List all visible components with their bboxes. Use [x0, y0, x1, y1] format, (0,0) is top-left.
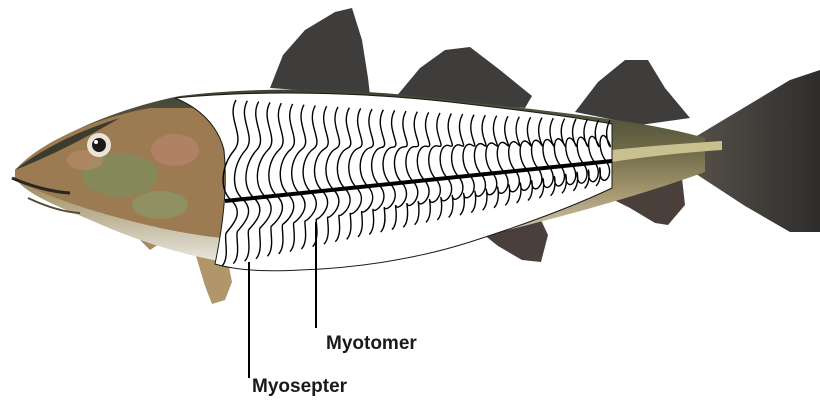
dorsal-fin-3 [575, 60, 690, 125]
myosepter-label: Myosepter [252, 377, 347, 396]
eye-icon [87, 133, 111, 157]
tail-fin [690, 70, 820, 232]
dorsal-fin-1 [270, 8, 370, 95]
myotomer-label: Myotomer [326, 334, 417, 353]
